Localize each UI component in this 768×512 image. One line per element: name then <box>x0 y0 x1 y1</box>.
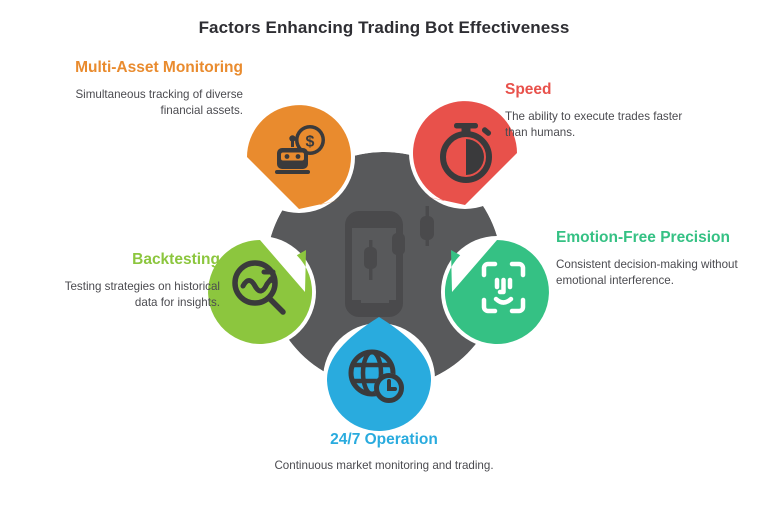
callout-operation-247-title: 24/7 Operation <box>330 431 438 448</box>
callout-multi-asset: Multi-Asset Monitoring Simultaneous trac… <box>60 58 243 120</box>
node-speed[interactable] <box>413 101 517 205</box>
node-multi-asset[interactable]: $ <box>247 105 351 209</box>
callout-emotion-free: Emotion-Free Precision Consistent decisi… <box>556 228 756 290</box>
node-backtesting[interactable] <box>208 240 313 344</box>
callout-operation-247-description: Continuous market monitoring and trading… <box>274 458 494 472</box>
callout-emotion-free-title: Emotion-Free Precision <box>556 229 730 246</box>
callout-backtesting: Backtesting Testing strategies on histor… <box>48 250 220 312</box>
callout-backtesting-description: Testing strategies on historical data fo… <box>64 279 220 310</box>
callout-speed: Speed The ability to execute trades fast… <box>505 80 700 142</box>
page-title: Factors Enhancing Trading Bot Effectiven… <box>198 18 570 37</box>
robot-coin-icon: $ <box>275 125 325 174</box>
callout-emotion-free-description: Consistent decision-making without emoti… <box>556 257 738 288</box>
callout-operation-247: 24/7 Operation Continuous market monitor… <box>270 430 498 474</box>
callout-backtesting-title: Backtesting <box>132 251 220 268</box>
face-id-icon <box>481 261 526 314</box>
callout-speed-description: The ability to execute trades faster tha… <box>505 109 683 140</box>
node-emotion-free[interactable] <box>444 240 549 344</box>
callout-multi-asset-description: Simultaneous tracking of diverse financi… <box>75 87 243 118</box>
globe-clock-icon <box>348 349 404 403</box>
node-operation-247[interactable] <box>327 317 431 431</box>
magnifier-trend-icon <box>232 260 286 315</box>
callout-speed-title: Speed <box>505 81 552 98</box>
callout-multi-asset-title: Multi-Asset Monitoring <box>75 59 243 76</box>
svg-text:$: $ <box>306 134 315 151</box>
mobile-trading-chart-icon <box>345 206 434 317</box>
stopwatch-icon <box>440 123 492 183</box>
